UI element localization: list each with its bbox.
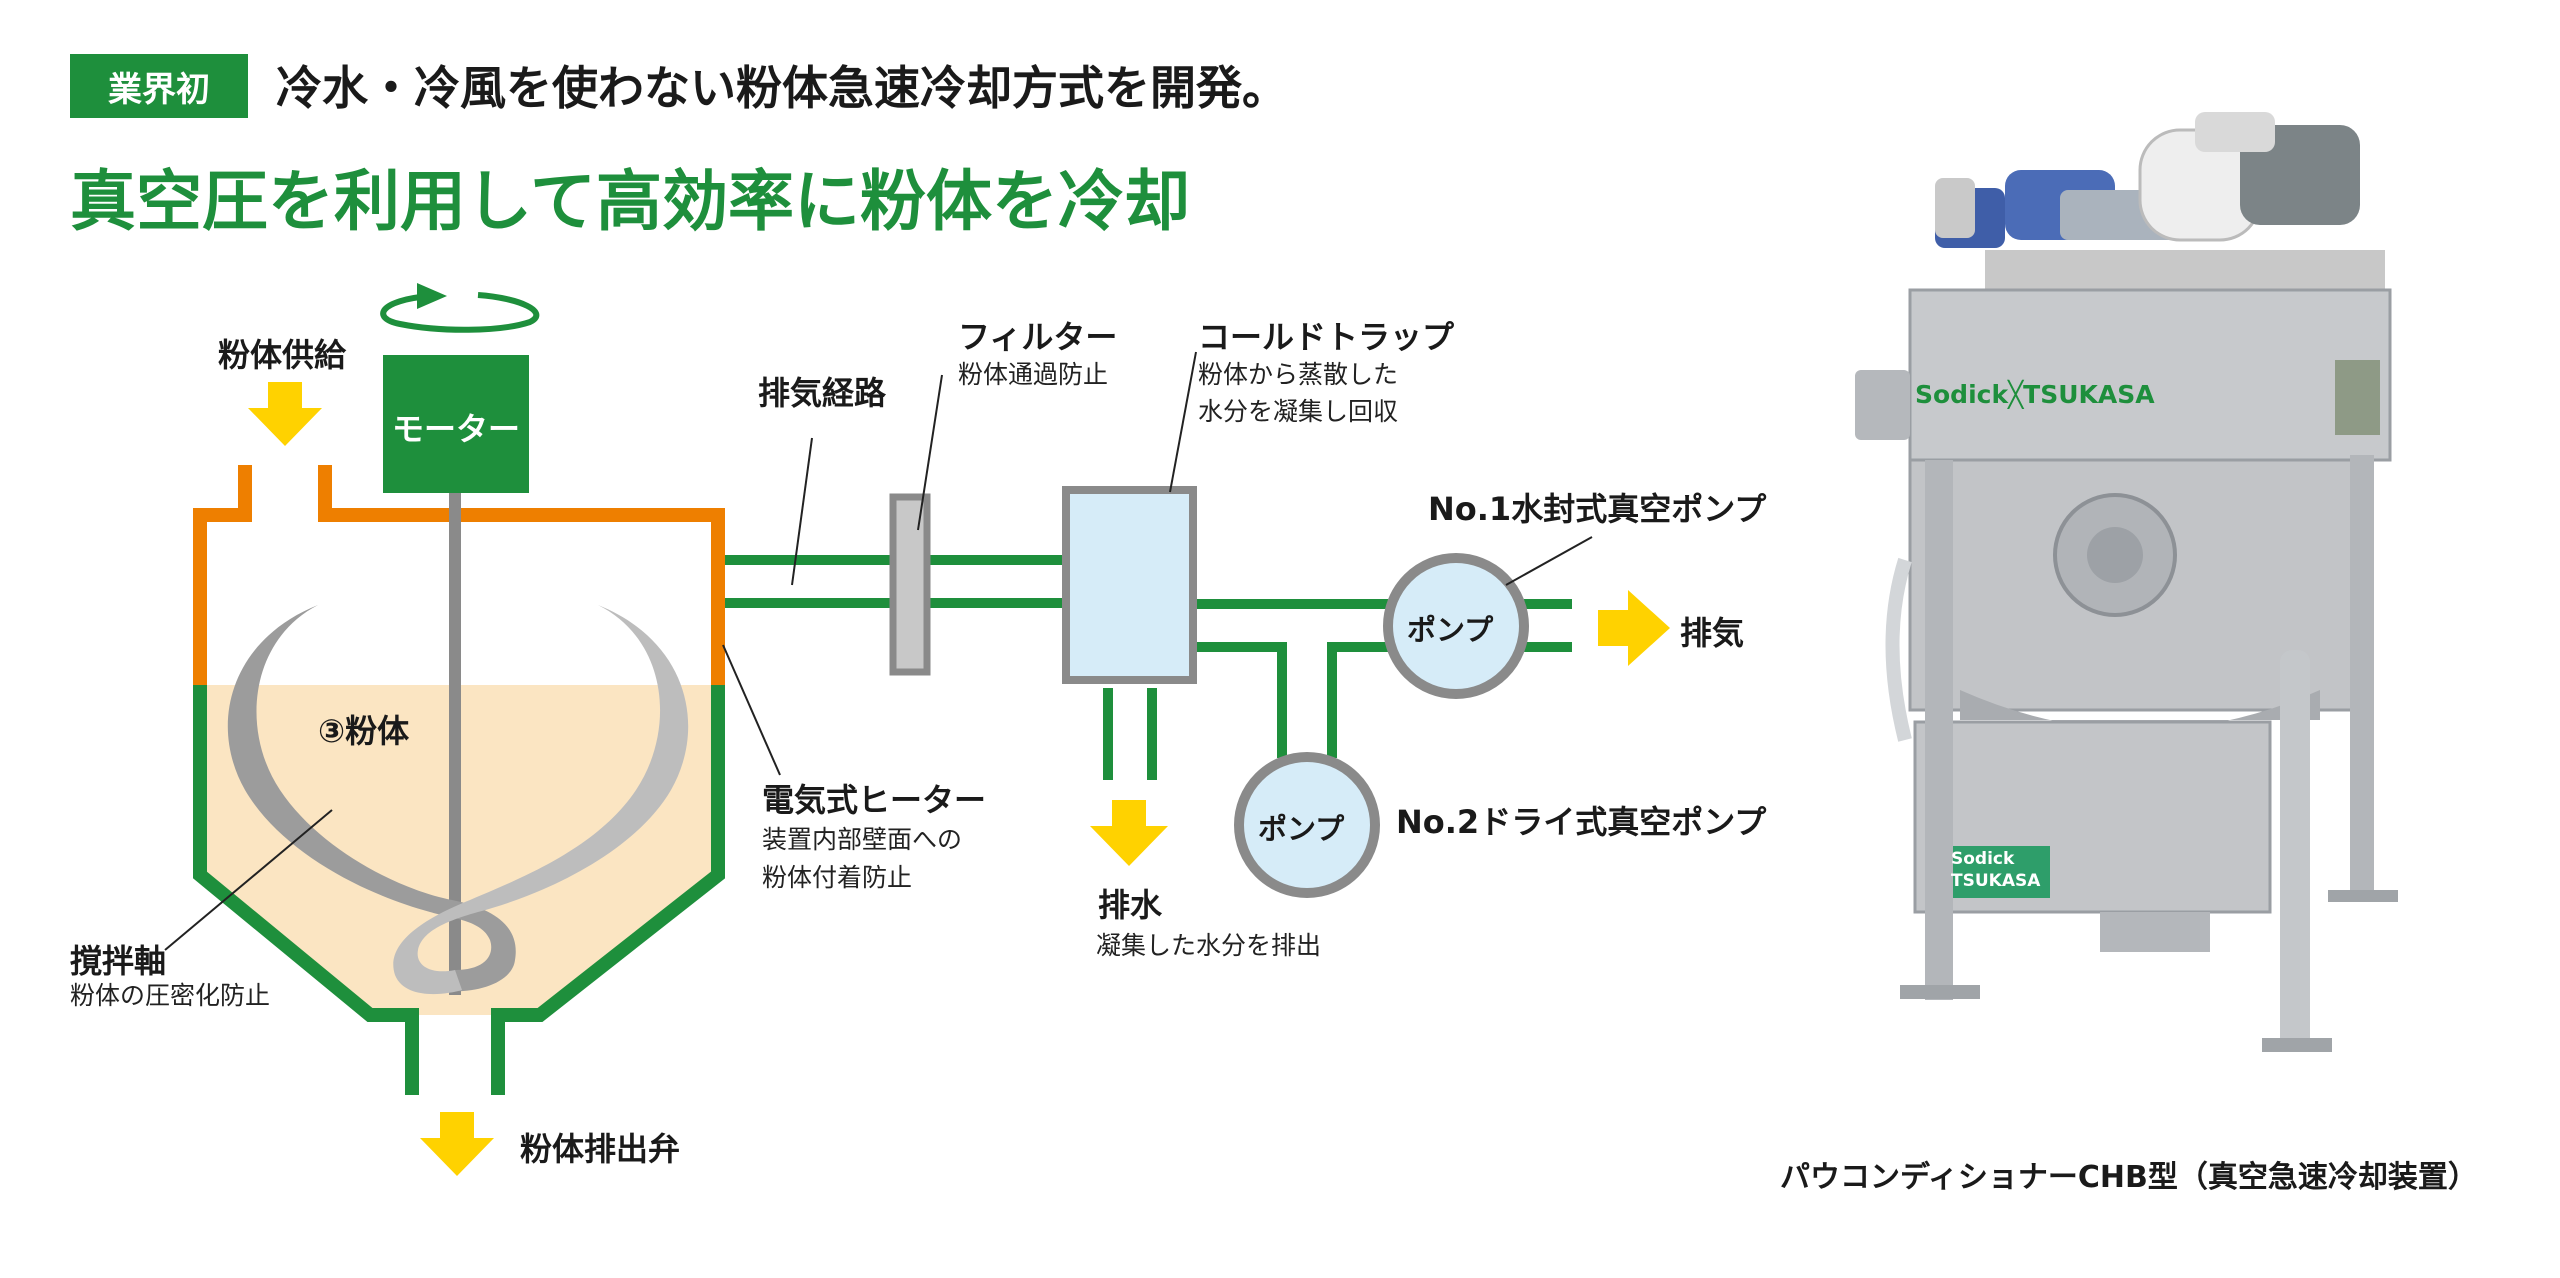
heater-title: 電気式ヒーター bbox=[762, 781, 987, 819]
cold-trap-desc-2: 水分を凝集し回収 bbox=[1198, 397, 1399, 426]
exhaust-pipes bbox=[725, 555, 1572, 780]
industry-first-badge: 業界初 bbox=[70, 54, 248, 118]
agitator-desc: 粉体の圧密化防止 bbox=[70, 981, 271, 1010]
headline: 冷水・冷風を使わない粉体急速冷却方式を開発。 bbox=[276, 61, 1288, 115]
brand-plate-1: Sodick bbox=[1951, 849, 2015, 869]
discharge-arrow-icon bbox=[420, 1112, 494, 1176]
heater-desc-1: 装置内部壁面への bbox=[762, 825, 963, 854]
exhaust-arrow-icon bbox=[1598, 590, 1670, 666]
product-caption: パウコンディショナーCHB型（真空急速冷却装置） bbox=[1780, 1160, 2478, 1195]
subheadline: 真空圧を利用して高効率に粉体を冷却 bbox=[70, 163, 1191, 240]
drain-desc: 凝集した水分を排出 bbox=[1096, 931, 1322, 960]
ribbon-agitator bbox=[227, 605, 689, 995]
vessel-lower-wall bbox=[193, 685, 725, 1095]
drain-title: 排水 bbox=[1098, 886, 1163, 924]
discharge-valve-label: 粉体排出弁 bbox=[520, 1130, 681, 1168]
heater-desc-2: 粉体付着防止 bbox=[762, 863, 913, 892]
cold-trap-box bbox=[1062, 486, 1197, 684]
pump-1-label: ポンプ bbox=[1407, 613, 1494, 647]
pump-2-label: ポンプ bbox=[1258, 812, 1345, 846]
powder-label: ③粉体 bbox=[318, 712, 410, 750]
filter-desc: 粉体通過防止 bbox=[958, 360, 1109, 389]
powder-supply-arrow-icon bbox=[248, 382, 322, 446]
leader-lines bbox=[164, 351, 1593, 951]
pump-2-circle bbox=[1234, 752, 1380, 898]
exhaust-label: 排気 bbox=[1680, 614, 1745, 652]
pump-1-circle bbox=[1383, 553, 1529, 699]
motor-box bbox=[383, 355, 529, 493]
rotation-arrow-icon bbox=[380, 292, 540, 333]
drain-arrow-icon bbox=[1090, 800, 1168, 866]
filter-box bbox=[889, 493, 931, 676]
agitator-shaft bbox=[449, 490, 461, 995]
agitator-title: 撹拌軸 bbox=[70, 942, 167, 980]
powder-supply-label: 粉体供給 bbox=[218, 336, 347, 374]
pump-2-name: No.2ドライ式真空ポンプ bbox=[1396, 803, 1767, 841]
exhaust-path-label: 排気経路 bbox=[758, 374, 887, 412]
brand-plate-2: TSUKASA bbox=[1951, 871, 2041, 891]
brand-panel: Sodick╳TSUKASA bbox=[1915, 380, 2155, 409]
product-photo bbox=[1855, 112, 2398, 1052]
vessel-upper-wall bbox=[193, 465, 725, 685]
motor-label: モーター bbox=[392, 410, 521, 448]
filter-title: フィルター bbox=[958, 318, 1118, 356]
cold-trap-desc-1: 粉体から蒸散した bbox=[1198, 360, 1399, 389]
cold-trap-title: コールドトラップ bbox=[1198, 318, 1455, 356]
pump-1-name: No.1水封式真空ポンプ bbox=[1428, 490, 1767, 528]
